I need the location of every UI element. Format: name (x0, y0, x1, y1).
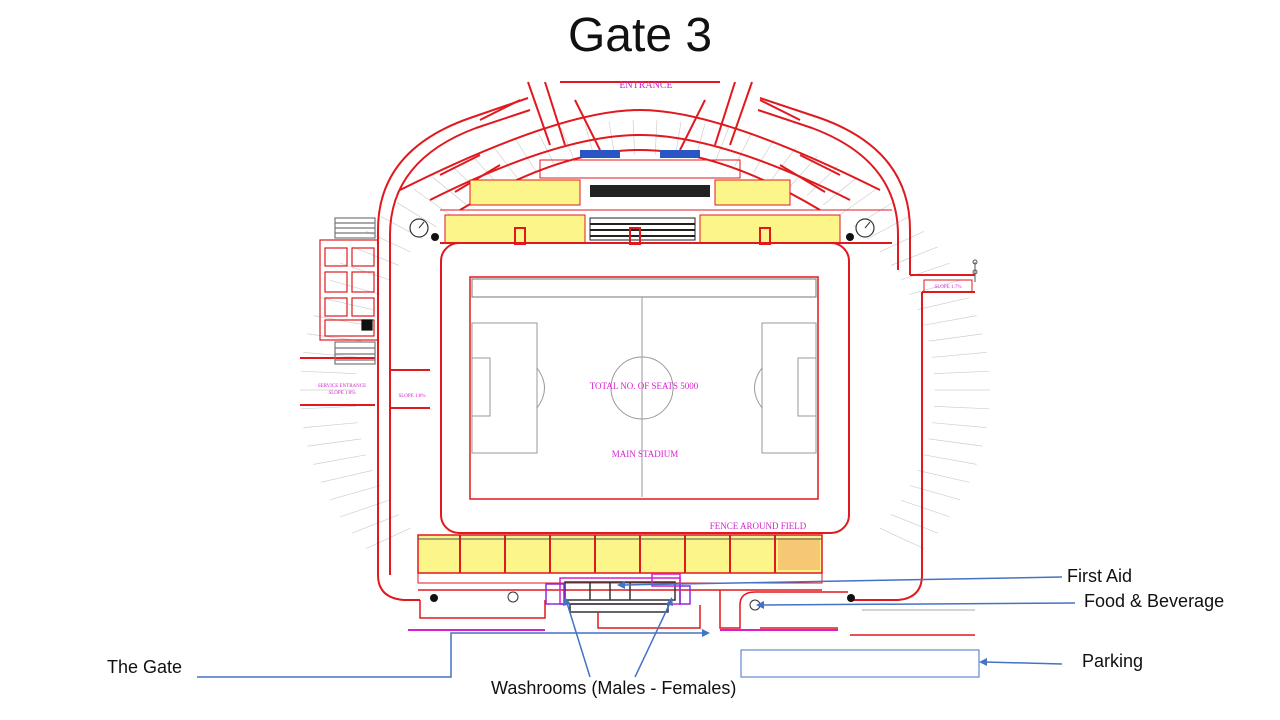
hatch-line (300, 370, 356, 374)
hatch-line (654, 120, 658, 156)
slope-left-label: SLOPE 1:8% (328, 391, 355, 396)
food-beverage-label: Food & Beverage (1084, 591, 1224, 611)
hatch-line (900, 499, 950, 518)
hatch-line (753, 139, 775, 173)
hatch-line (867, 216, 910, 240)
hatch-line (340, 499, 390, 518)
hatch-line (928, 438, 983, 447)
hatch-line (329, 485, 381, 501)
callout-arrows (197, 576, 1076, 678)
washrooms-label: Washrooms (Males - Females) (491, 678, 736, 698)
hatch-line (396, 202, 437, 228)
radial-hatching (300, 120, 990, 550)
first-aid-label: First Aid (1067, 566, 1132, 586)
hatch-line (917, 470, 970, 483)
hatch-line (934, 370, 990, 374)
hatch-line (538, 133, 556, 167)
hatch-line (879, 527, 925, 550)
hatch-line (320, 470, 373, 483)
hatch-line (923, 454, 977, 465)
hatch-line (303, 352, 358, 358)
hatch-line (352, 514, 400, 534)
fence-label: FENCE AROUND FIELD (710, 521, 807, 531)
hatch-line (303, 422, 358, 428)
hatch-line (714, 127, 729, 163)
hatch-line (932, 352, 987, 358)
side-building (319, 217, 379, 365)
hatch-line (909, 279, 961, 295)
main-stadium-label: MAIN STADIUM (612, 449, 679, 459)
hatch-line (515, 139, 537, 173)
hatch-line (917, 297, 970, 310)
hatch-line (413, 189, 452, 216)
hatch-line (771, 147, 797, 180)
hatch-line (823, 176, 858, 206)
hatch-line (734, 133, 752, 167)
right-slope (923, 259, 978, 293)
hatch-line (909, 485, 961, 501)
outer-wall (300, 97, 975, 601)
facilities (545, 573, 691, 613)
hatch-line (365, 230, 411, 253)
hatch-line (890, 514, 938, 534)
top-stand-roof (399, 81, 881, 211)
hatch-line (923, 315, 977, 326)
field (440, 242, 850, 534)
hatch-line (928, 333, 983, 342)
top-seating (440, 150, 892, 245)
hatch-line (900, 262, 950, 281)
hatch-line (307, 438, 362, 447)
service-entrance-label: SERVICE ENTRANCE (318, 384, 366, 389)
bottom-parking (408, 590, 975, 636)
bottom-seating (417, 534, 823, 591)
hatch-line (313, 454, 367, 465)
hatch-line (352, 246, 400, 266)
hatch-line (300, 406, 356, 410)
entrance-label: ENTRANCE (619, 80, 672, 91)
hatch-line (493, 147, 519, 180)
hatch-line (365, 527, 411, 550)
parking-label: Parking (1082, 651, 1143, 671)
parking-box (740, 649, 980, 678)
gate-label: The Gate (107, 657, 182, 677)
slide-title: Gate 3 (567, 9, 713, 62)
seats-label: TOTAL NO. OF SEATS 5000 (590, 381, 699, 391)
corner-gauges (409, 218, 875, 611)
hatch-line (879, 230, 925, 253)
slope-right-label: SLOPE 1:7% (934, 285, 961, 290)
slope-mid-label: SLOPE 1:8% (398, 394, 425, 399)
hatch-line (934, 406, 990, 410)
hatch-line (932, 422, 987, 428)
hatch-line (838, 189, 877, 216)
